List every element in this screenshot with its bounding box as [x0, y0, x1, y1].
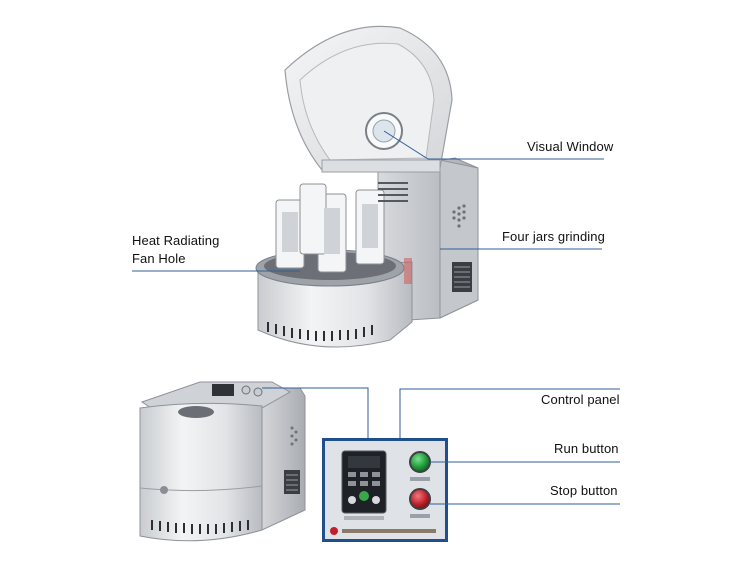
planetary-ball-mill-closed: [139, 381, 306, 542]
run-button-icon: [409, 451, 431, 473]
side-vent-grille: [452, 204, 466, 228]
heat-radiating-label-line1: Heat Radiating: [132, 233, 220, 248]
heat-radiating-label: Heat Radiating Fan Hole: [132, 232, 219, 268]
four-jars-label: Four jars grinding: [502, 229, 605, 244]
run-button-label: Run button: [554, 441, 619, 456]
callout-control-panel-b: [399, 388, 620, 438]
callout-lines: [132, 130, 620, 505]
callout-visual-window: [383, 130, 604, 160]
control-panel-label: Control panel: [541, 392, 620, 407]
stop-button-icon: [409, 488, 431, 510]
base-vent-slots: [267, 322, 373, 341]
heat-radiating-label-line2: Fan Hole: [132, 251, 186, 266]
planetary-ball-mill-open: [255, 25, 479, 348]
stop-button-label: Stop button: [550, 483, 618, 498]
visual-window-label: Visual Window: [527, 139, 614, 154]
control-panel-closeup: [322, 438, 448, 542]
callout-control-panel-a: [262, 387, 369, 438]
